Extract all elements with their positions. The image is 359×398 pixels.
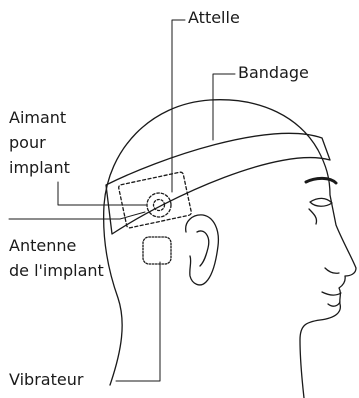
label-aimant-line1: Aimant: [9, 105, 70, 130]
eye-lash: [309, 209, 317, 224]
nostril: [325, 268, 339, 273]
label-bandage-text: Bandage: [238, 63, 309, 82]
label-antenne-line2: de l'implant: [9, 258, 104, 283]
vibrator: [143, 237, 171, 264]
label-attelle-text: Attelle: [188, 8, 240, 27]
ear: [186, 215, 219, 285]
leader-aimant: [58, 182, 146, 205]
head-outline: [104, 100, 356, 398]
headband: [106, 133, 330, 234]
label-vibrateur: Vibrateur: [9, 370, 83, 390]
leader-bandage: [213, 74, 235, 140]
label-antenne-implant: Antenne de l'implant: [9, 233, 104, 283]
label-vibrateur-text: Vibrateur: [9, 370, 83, 389]
ear-inner: [197, 231, 209, 266]
label-antenne-line1: Antenne: [9, 233, 104, 258]
eye: [310, 198, 332, 206]
label-aimant-pour-implant: Aimant pour implant: [9, 105, 70, 180]
label-bandage: Bandage: [238, 63, 309, 83]
mouth: [322, 292, 341, 295]
implant-magnet-outer: [147, 193, 171, 217]
splint: [118, 172, 192, 229]
lower-lip: [328, 302, 340, 306]
label-attelle: Attelle: [188, 8, 240, 28]
label-aimant-line3: implant: [9, 155, 70, 180]
label-aimant-line2: pour: [9, 130, 70, 155]
eyebrow: [306, 178, 336, 183]
